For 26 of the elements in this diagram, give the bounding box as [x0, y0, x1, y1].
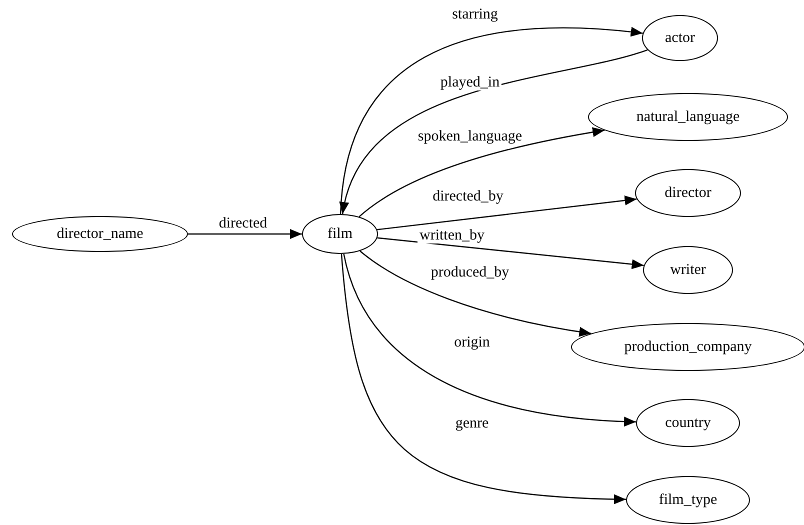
arrow: [360, 250, 592, 337]
edge-label: spoken_language: [416, 130, 524, 144]
edge-label: produced_by: [428, 266, 512, 280]
node-label: natural_language: [636, 110, 740, 124]
arrow: [377, 237, 644, 270]
arrow: [377, 195, 637, 230]
ellipse-node: [642, 15, 718, 61]
edge-label: played_in: [438, 76, 502, 90]
edge-label: starring: [450, 8, 500, 22]
edge-label: genre: [453, 416, 491, 432]
arrow: [188, 229, 302, 239]
edge-label: origin: [452, 336, 492, 350]
node-label: actor: [665, 30, 695, 46]
edge-label: written_by: [418, 228, 486, 244]
arrow: [343, 254, 636, 426]
node-label: film: [328, 226, 352, 242]
node-label: production_company: [624, 340, 752, 354]
node-label: country: [665, 416, 711, 430]
node-label: director_name: [56, 226, 144, 242]
arrow: [358, 127, 605, 218]
node-label: director: [664, 186, 712, 200]
ellipse-node: [571, 323, 804, 371]
arrow: [340, 254, 626, 504]
node-label: film_type: [658, 492, 718, 508]
node-label: writer: [670, 262, 706, 278]
edge-label: directed_by: [430, 190, 506, 204]
